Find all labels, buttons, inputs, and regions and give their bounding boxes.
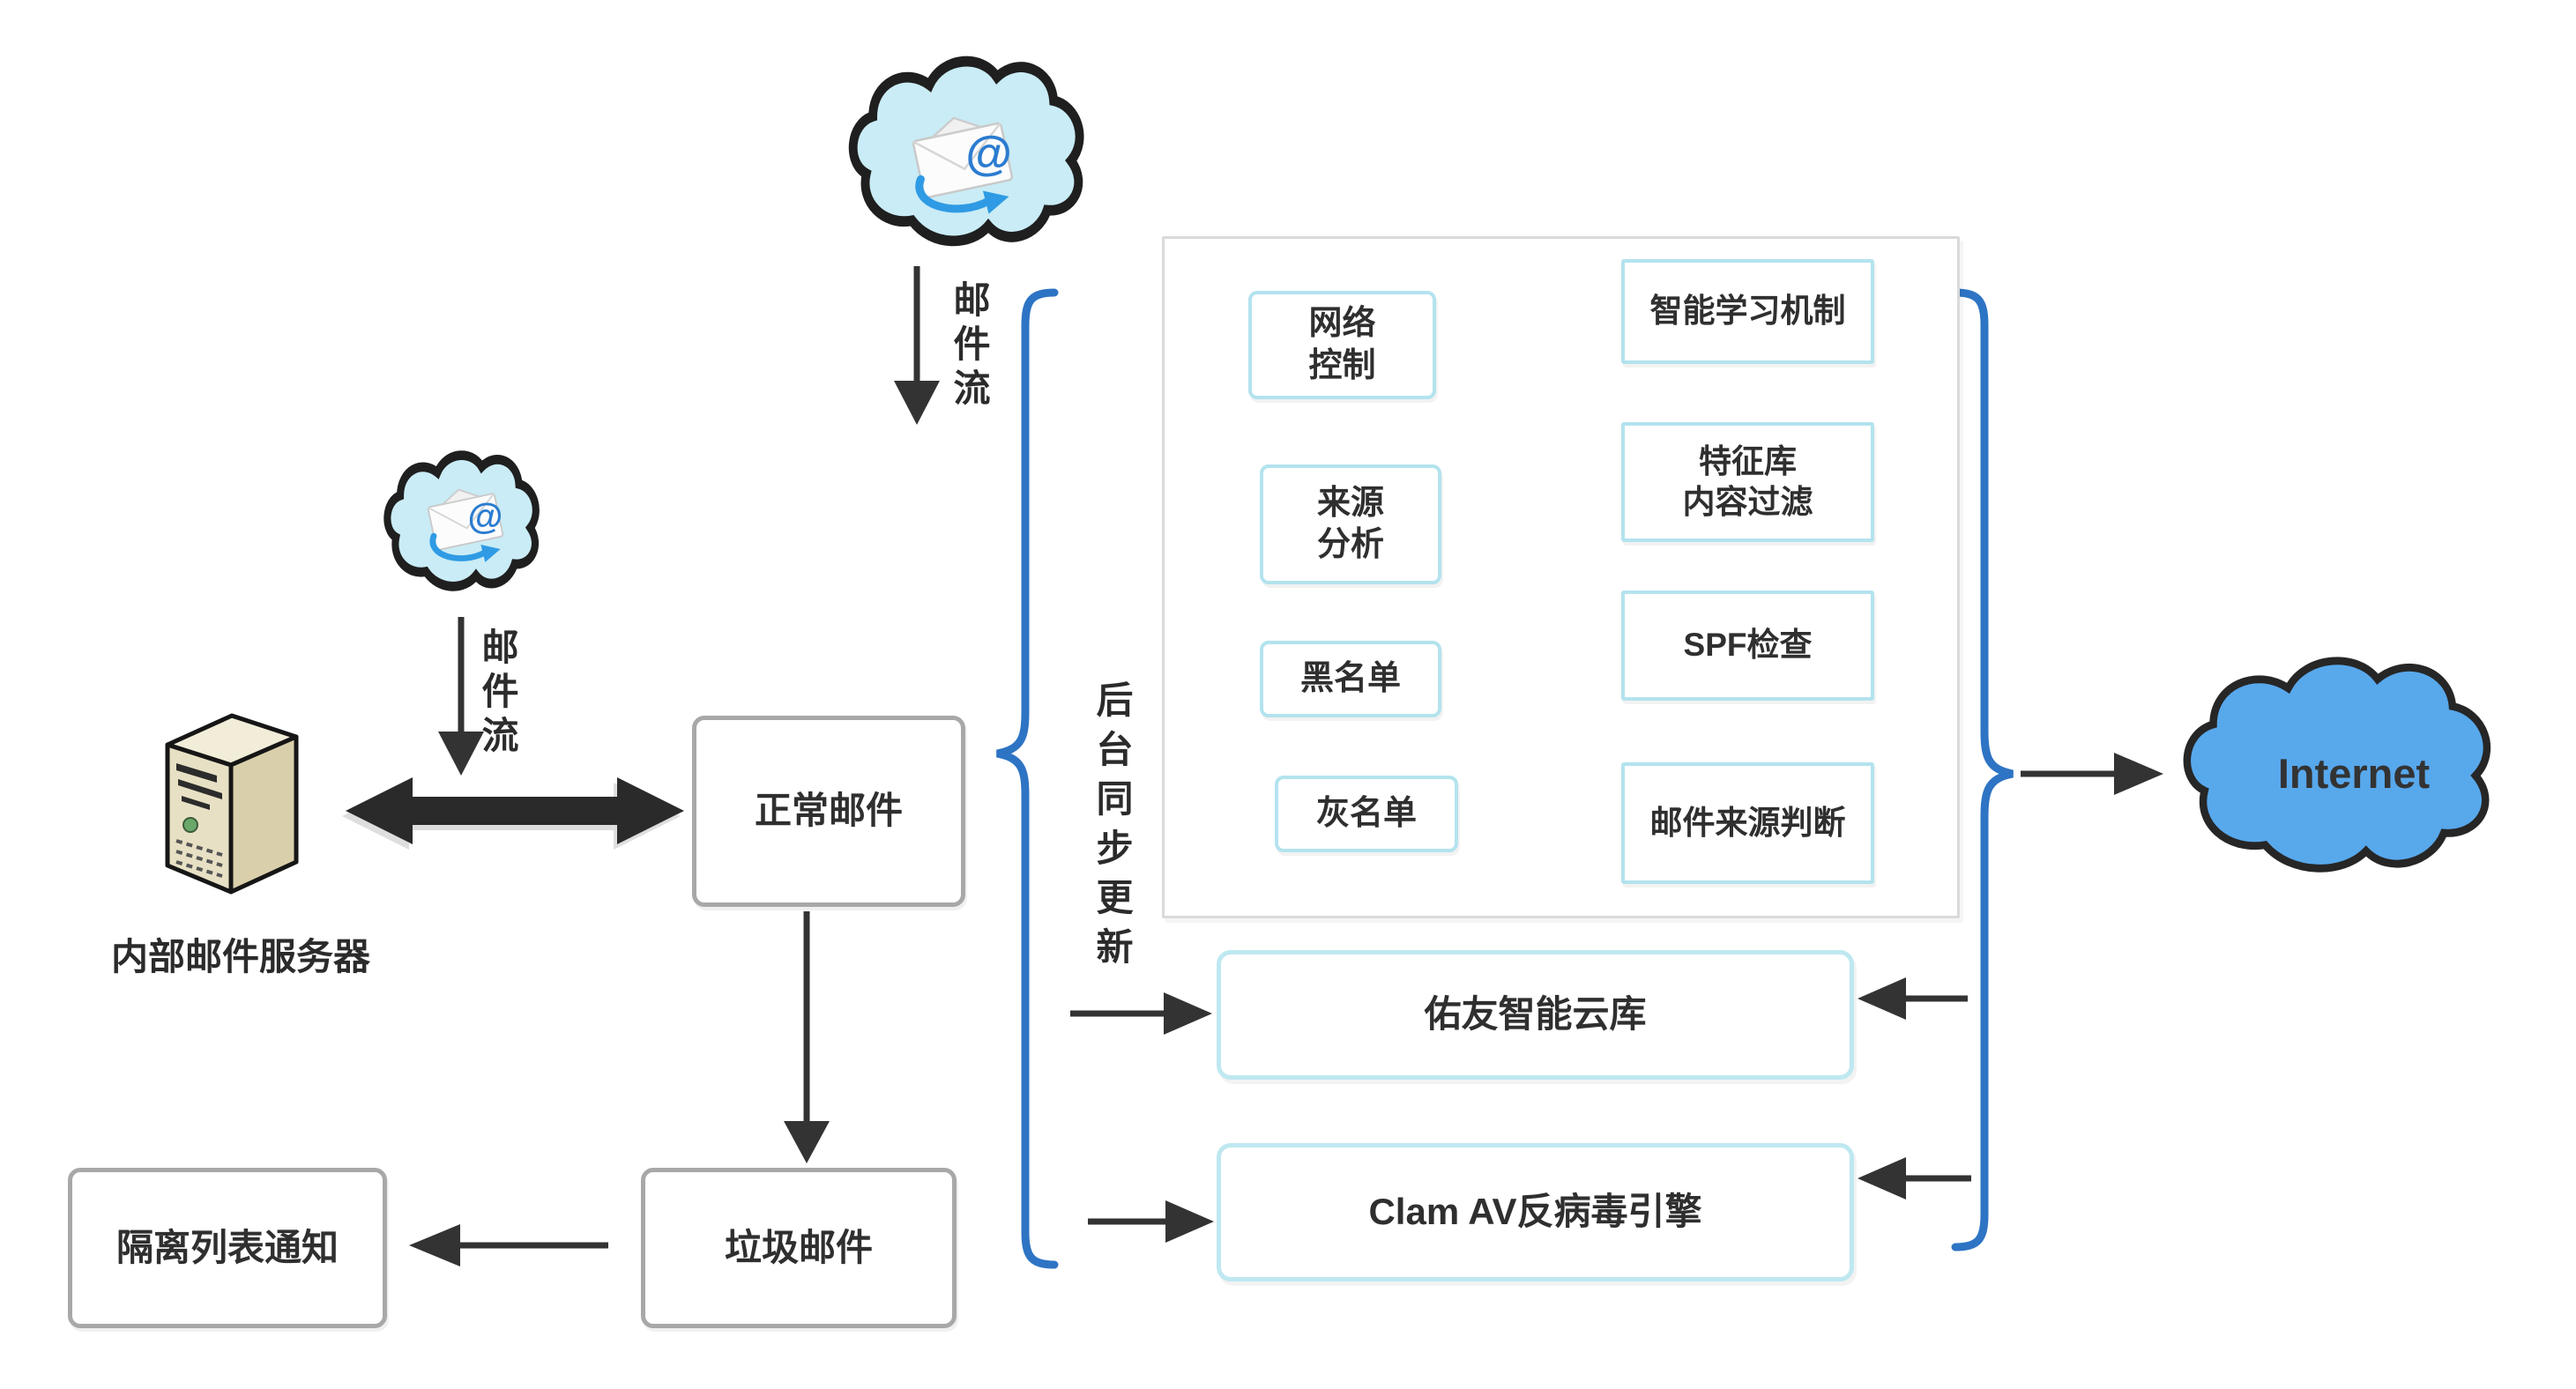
box-normal-mail: 正常邮件 — [692, 716, 965, 907]
box-spam-mail: 垃圾邮件 — [641, 1168, 957, 1328]
arrow-brace-to-internet — [2021, 753, 2163, 795]
arrow-mailflow-mid — [438, 617, 484, 776]
left-brace — [996, 288, 1059, 1269]
arrow-normal-to-spam — [784, 911, 830, 1163]
box-cloud-library: 佑友智能云库 — [1217, 950, 1854, 1080]
server-icon — [165, 713, 299, 895]
box-quarantine-notice: 隔离列表通知 — [68, 1168, 387, 1328]
arrow-mailflow-top — [894, 266, 940, 425]
mail-cloud-mid-icon — [387, 456, 535, 587]
label-internet: Internet — [2277, 750, 2431, 797]
box-blacklist: 黑名单 — [1260, 641, 1441, 717]
box-signature-content-filter: 特征库 内容过滤 — [1621, 422, 1874, 542]
box-greylist: 灰名单 — [1275, 776, 1458, 852]
arrow-internet-to-antivirus — [1858, 1157, 1971, 1200]
box-mail-source-judge: 邮件来源判断 — [1621, 762, 1874, 884]
label-background-sync: 后台同步更新 — [1091, 680, 1133, 977]
label-mail-flow-top: 邮件流 — [949, 280, 990, 412]
arrow-spam-to-quarantine — [409, 1224, 608, 1266]
box-source-analysis: 来源 分析 — [1260, 464, 1441, 584]
box-clamav-engine: Clam AV反病毒引擎 — [1217, 1143, 1854, 1281]
mail-cloud-top-icon — [853, 62, 1080, 241]
box-network-control: 网络 控制 — [1248, 291, 1436, 399]
box-intelligent-learning: 智能学习机制 — [1621, 259, 1874, 364]
arrow-sync-to-cloudlib — [1070, 992, 1212, 1035]
right-brace — [1951, 288, 2014, 1252]
arrow-sync-to-antivirus — [1088, 1200, 1214, 1243]
label-mail-flow-mid: 邮件流 — [477, 628, 518, 760]
label-internal-mail-server: 内部邮件服务器 — [110, 936, 370, 977]
arrow-server-normalmail-bidirectional — [346, 777, 684, 844]
arrow-internet-to-cloudlib — [1858, 977, 1968, 1020]
box-spf-check: SPF检查 — [1621, 591, 1874, 701]
